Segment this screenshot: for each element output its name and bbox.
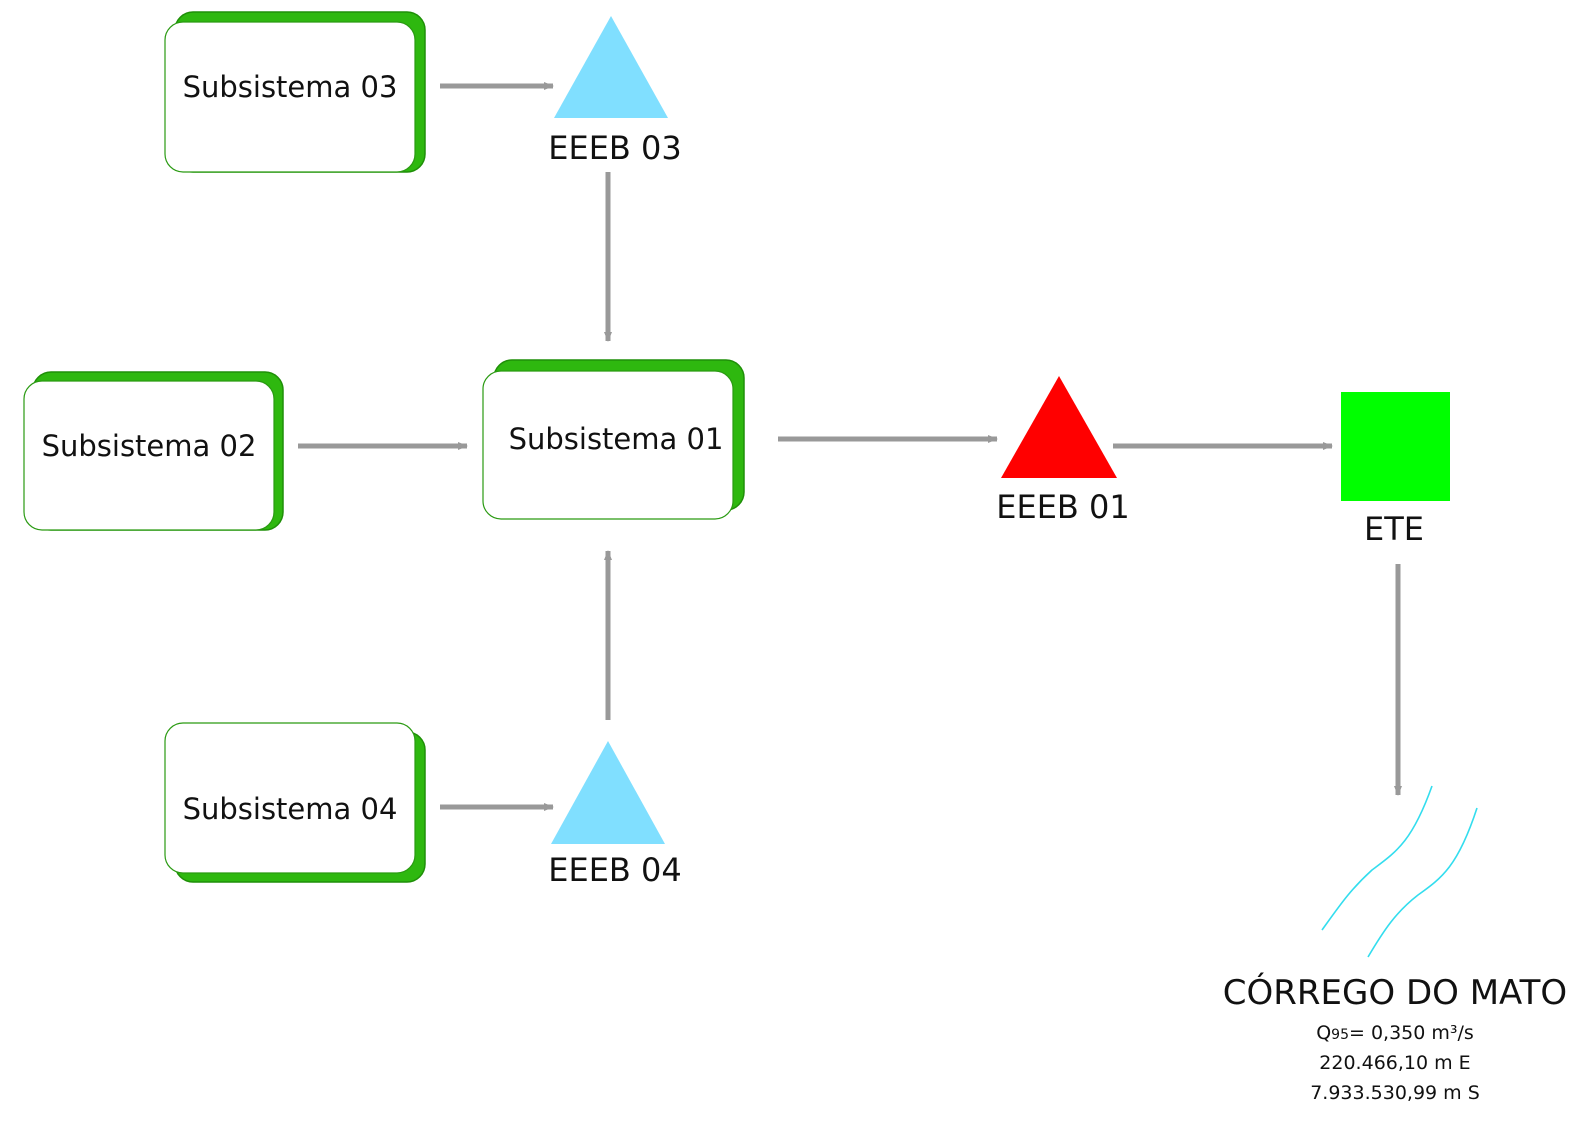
- subsystem-03-label: Subsistema 03: [183, 70, 398, 104]
- river-icon: [1321, 785, 1478, 958]
- ete-square-icon: [1341, 392, 1450, 501]
- eeeb-01-triangle-icon: [1001, 376, 1117, 478]
- eeeb-03-label: EEEB 03: [548, 129, 682, 167]
- eeeb-03-triangle-icon: [554, 16, 668, 118]
- subsystem-04-box: Subsistema 04: [164, 722, 426, 883]
- subsystem-01-label: Subsistema 01: [509, 422, 724, 456]
- eeeb-04-triangle-icon: [551, 741, 665, 844]
- flow-subscript: 95: [1331, 1027, 1349, 1043]
- river-easting: 220.466,10 m E: [1319, 1052, 1470, 1074]
- subsystem-01-box: Subsistema 01: [482, 359, 745, 520]
- subsystem-03-box: Subsistema 03: [164, 11, 426, 173]
- flow-symbol: Q: [1316, 1022, 1331, 1044]
- eeeb-01-label: EEEB 01: [996, 488, 1130, 526]
- subsystem-02-label: Subsistema 02: [42, 429, 257, 463]
- river-northing: 7.933.530,99 m S: [1310, 1082, 1480, 1104]
- eeeb-04-label: EEEB 04: [548, 851, 682, 889]
- river-flow: Q95= 0,350 m³/s: [1316, 1022, 1474, 1044]
- ete-label: ETE: [1364, 510, 1424, 548]
- subsystem-02-box: Subsistema 02: [23, 371, 284, 531]
- flow-value: = 0,350 m³/s: [1349, 1022, 1474, 1044]
- subsystem-04-label: Subsistema 04: [183, 792, 398, 826]
- river-name: CÓRREGO DO MATO: [1223, 972, 1567, 1013]
